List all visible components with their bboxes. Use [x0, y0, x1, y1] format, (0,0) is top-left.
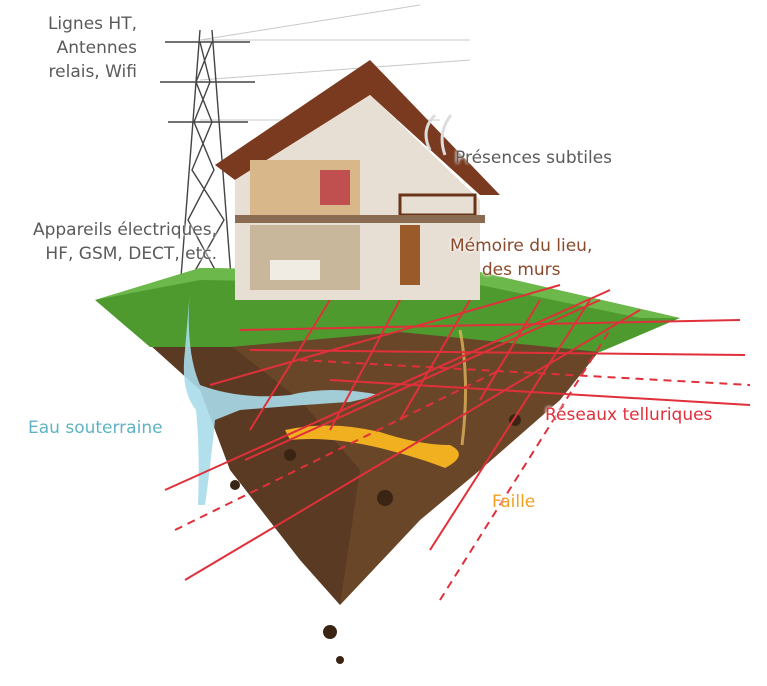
groundwater [183, 290, 380, 505]
telluric-label: Réseaux telluriques [545, 405, 713, 425]
groundwater-label: Eau souterraine [28, 418, 163, 438]
fault-label: Faille [492, 492, 536, 512]
telluric-grid [164, 284, 751, 601]
label-line: Appareils électriques, [32, 220, 217, 240]
label-line: Mémoire du lieu, [450, 236, 593, 256]
power-lines-label: Lignes HT, Antennes relais, Wifi [48, 12, 137, 84]
label-line: des murs [481, 260, 561, 280]
label-line: Antennes [56, 38, 137, 58]
pylon-icon [160, 29, 255, 291]
appliances-label: Appareils électriques, HF, GSM, DECT, et… [33, 218, 217, 266]
label-line: relais, Wifi [48, 62, 137, 82]
label-line: Lignes HT, [47, 14, 137, 34]
house-icon [215, 60, 500, 300]
subtle-presences-label: Présences subtiles [455, 148, 613, 168]
label-line: HF, GSM, DECT, etc. [45, 244, 217, 264]
memory-label: Mémoire du lieu, des murs [450, 234, 592, 282]
fault [285, 425, 459, 468]
